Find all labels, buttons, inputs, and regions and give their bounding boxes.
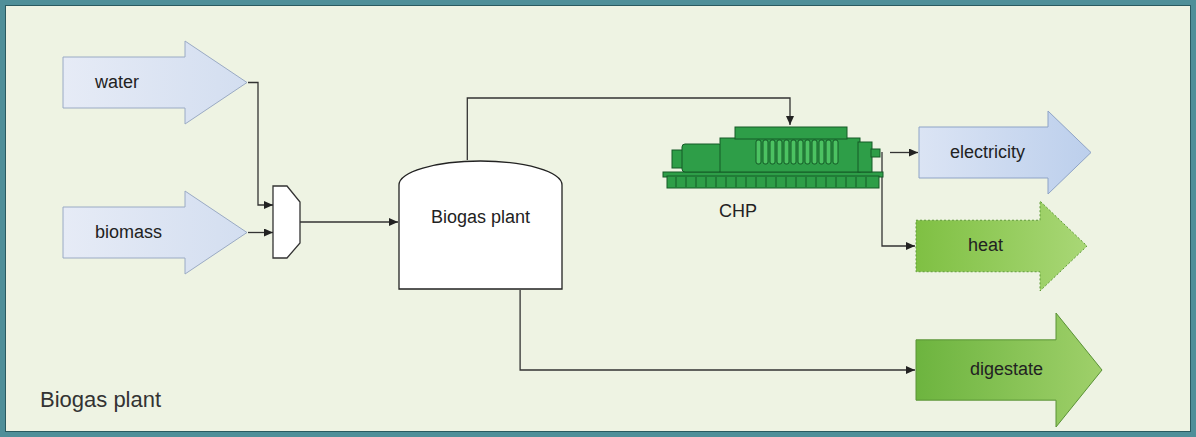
node-label: water <box>95 72 139 94</box>
node-label: biomass <box>95 222 162 244</box>
digester-tank: Biogas plant <box>398 160 563 290</box>
node-label: CHP <box>719 201 757 223</box>
arrow-outline <box>919 111 1091 194</box>
flow-connector <box>890 152 918 153</box>
arrow-outline <box>916 201 1087 291</box>
node-label: heat <box>968 235 1003 257</box>
output-arrow: digestate <box>915 312 1103 428</box>
node-label: electricity <box>950 142 1025 164</box>
input-arrow: biomass <box>62 190 248 275</box>
flow-connector <box>248 232 273 233</box>
chp-engine <box>663 127 883 188</box>
mixer-symbol <box>273 186 300 258</box>
heat-tap-line <box>881 152 882 225</box>
arrow-shape <box>62 40 248 125</box>
mixer-outlet-line <box>300 221 398 222</box>
flow-connector <box>248 83 273 206</box>
input-arrow: water <box>62 40 248 125</box>
node-label: Biogas plant <box>431 207 530 229</box>
flow-connector <box>467 98 790 160</box>
output-arrow: heat <box>915 200 1088 292</box>
chp-unit: CHP <box>660 125 890 225</box>
arrow-outline <box>63 191 247 274</box>
arrow-outline <box>63 41 247 124</box>
diagram-caption: Biogas plant <box>40 387 161 413</box>
arrow-outline <box>916 313 1102 427</box>
node-label: digestate <box>970 359 1043 381</box>
tank-outline <box>399 161 562 289</box>
flow-connector <box>520 290 915 370</box>
output-arrow: electricity <box>918 110 1092 195</box>
flow-connector <box>882 225 915 246</box>
